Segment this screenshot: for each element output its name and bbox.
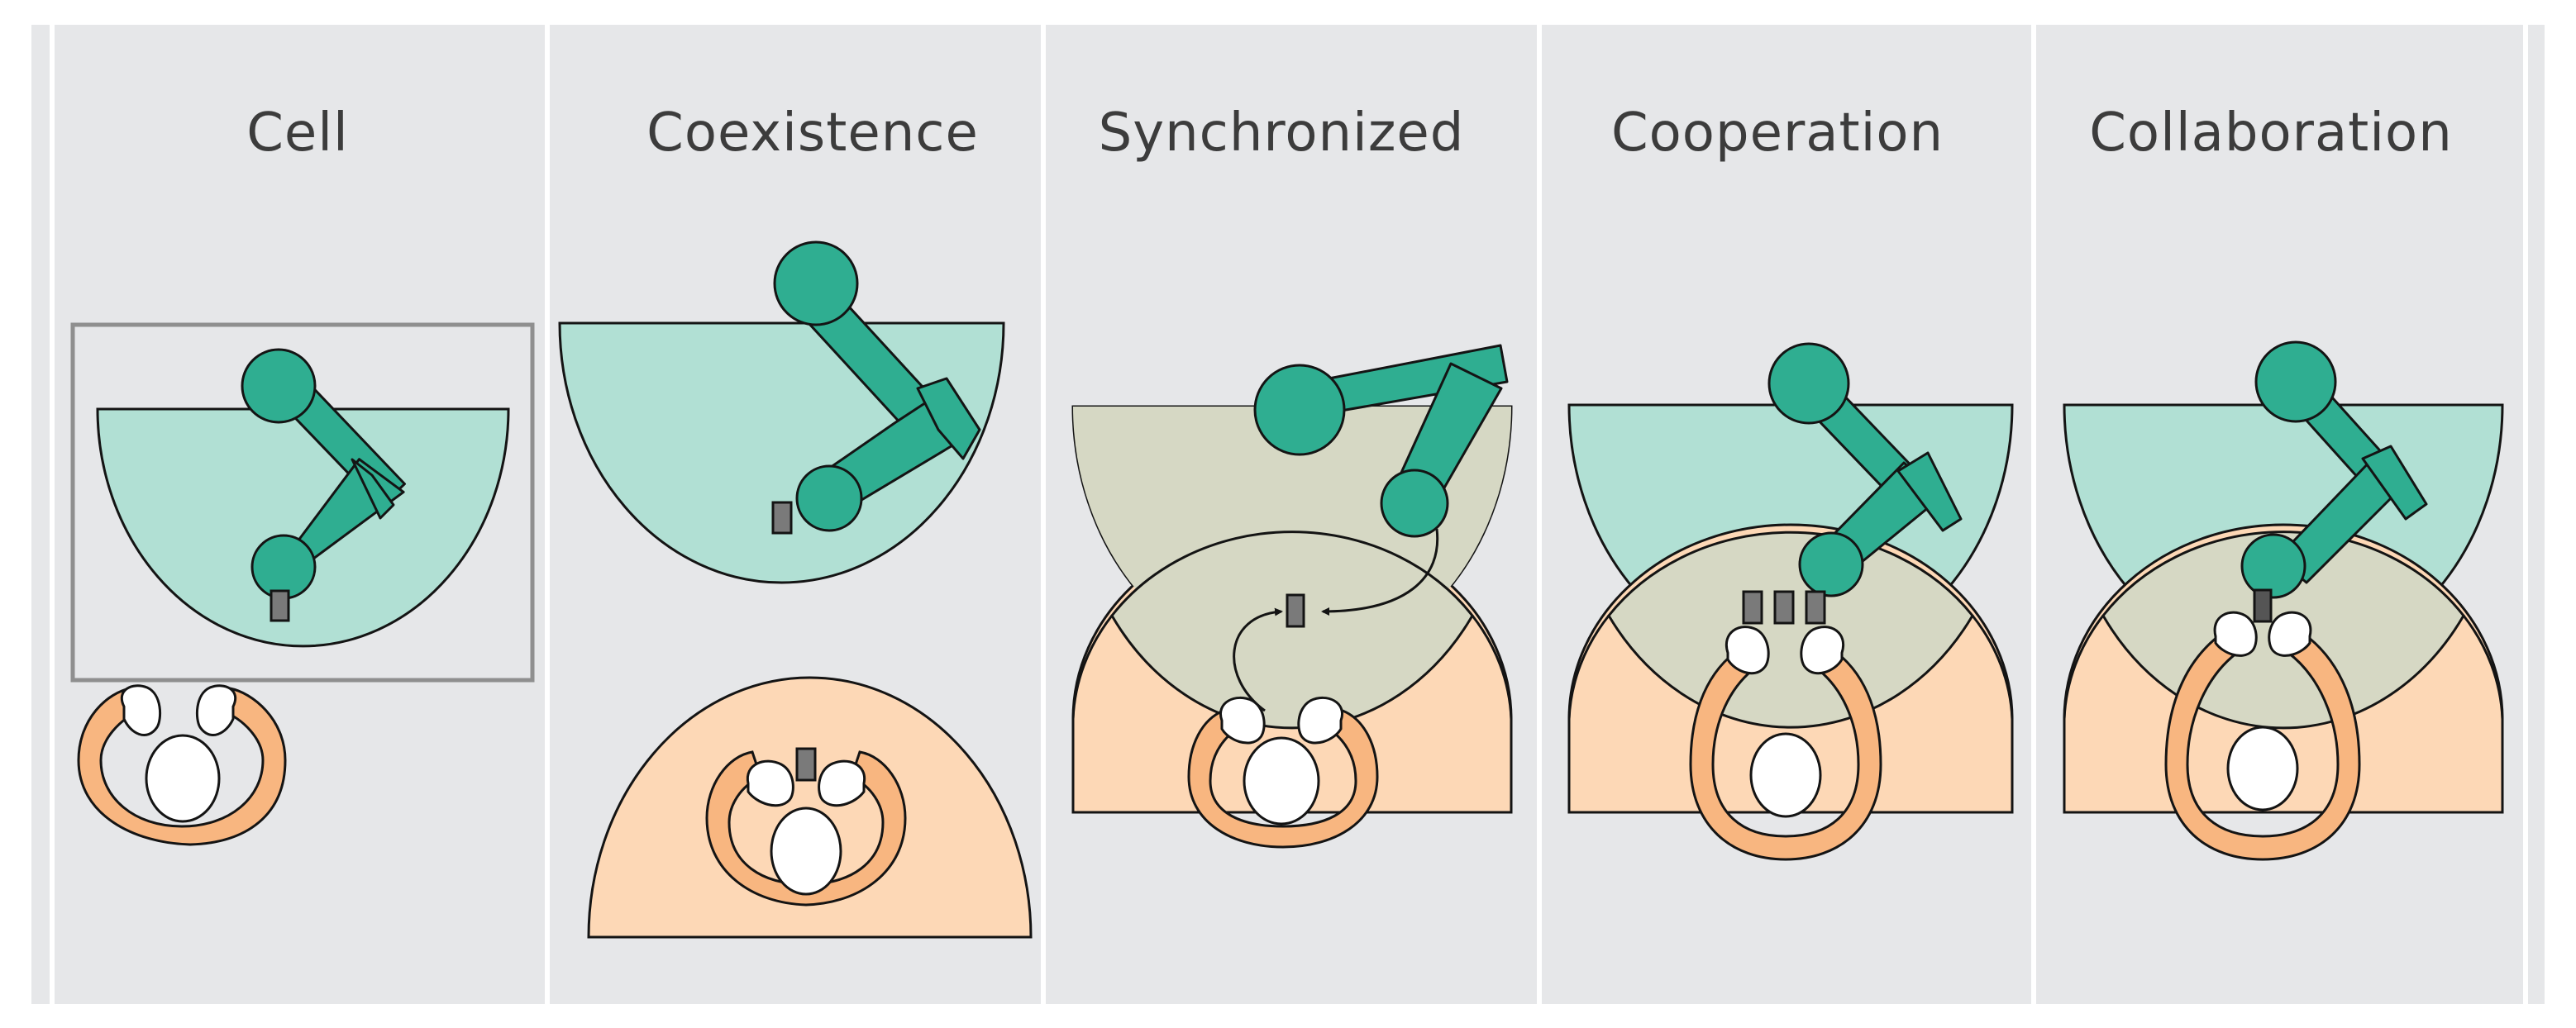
shared-workspace-lens <box>1110 531 1474 730</box>
human-worker-icon <box>1689 626 1882 861</box>
panel-title-cell: Cell <box>246 102 349 164</box>
panel-synchronized <box>1071 344 1513 849</box>
panel-collaboration <box>2063 340 2504 861</box>
panel-title-cooperation: Cooperation <box>1611 102 1944 164</box>
human-worker-icon <box>705 750 907 907</box>
robot-arm-icon <box>773 240 981 532</box>
workpiece-icon <box>1286 593 1305 628</box>
robot-arm-icon <box>1767 342 1963 597</box>
safety-fence-icon <box>70 322 535 683</box>
workpiece-icon <box>1805 590 1826 625</box>
human-worker-icon <box>1187 696 1379 849</box>
robot-arm-icon <box>2240 340 2428 599</box>
robot-arm-icon <box>1253 344 1509 538</box>
workpiece-icon <box>270 589 290 622</box>
workpiece-icon <box>795 747 817 782</box>
workpiece-icon <box>2253 588 2273 623</box>
panel-cooperation <box>1567 342 2014 861</box>
panel-title-coexistence: Coexistence <box>646 102 979 164</box>
panel-title-synchronized: Synchronized <box>1099 102 1465 164</box>
workpiece-icon <box>1742 590 1763 625</box>
workpiece-icon <box>771 501 793 535</box>
panel-titles: Cell Coexistence Synchronized Cooperatio… <box>246 102 2453 164</box>
workpiece-icon <box>1773 590 1795 625</box>
human-worker-icon <box>2164 611 2361 861</box>
robot-arm-icon <box>241 348 406 600</box>
human-worker-icon <box>77 684 287 846</box>
workpiece-group <box>1742 590 1826 625</box>
panel-coexistence <box>558 240 1033 939</box>
panel-dividers <box>50 25 2528 1004</box>
handover-arrow-icon <box>1233 528 1439 712</box>
panel-cell <box>70 322 535 846</box>
panel-title-collaboration: Collaboration <box>2089 102 2453 164</box>
robot-workspace <box>96 407 510 648</box>
